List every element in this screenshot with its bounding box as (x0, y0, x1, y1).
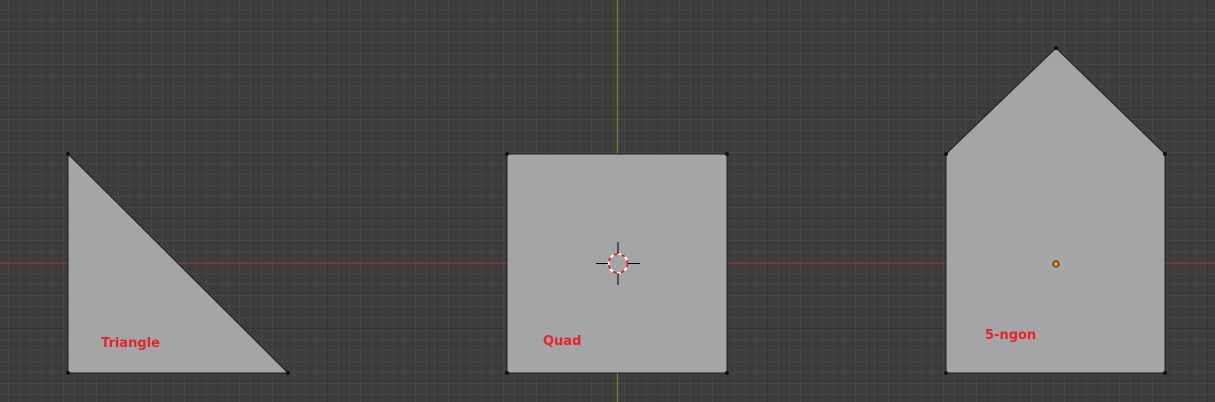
object-origin-icon[interactable] (1052, 260, 1060, 268)
3d-cursor-icon[interactable] (596, 242, 640, 285)
vertex[interactable] (725, 371, 729, 375)
vertex[interactable] (505, 152, 509, 156)
triangle-face[interactable] (67, 152, 290, 374)
vertex[interactable] (1163, 371, 1167, 375)
vertex[interactable] (1163, 152, 1167, 156)
ngon-face[interactable] (945, 47, 1166, 374)
quad-label: Quad (543, 334, 582, 349)
ngon-label: 5-ngon (985, 328, 1037, 343)
vertex[interactable] (944, 371, 948, 375)
triangle-label: Triangle (101, 336, 160, 351)
vertex[interactable] (286, 371, 290, 375)
quad-face[interactable] (506, 153, 728, 374)
vertex[interactable] (725, 152, 729, 156)
ngon-mesh[interactable] (944, 46, 1167, 375)
vertex[interactable] (66, 371, 70, 375)
vertex[interactable] (944, 152, 948, 156)
vertex[interactable] (66, 152, 70, 156)
vertex[interactable] (505, 371, 509, 375)
triangle-mesh[interactable] (66, 152, 290, 375)
vertex[interactable] (1054, 46, 1058, 50)
quad-mesh[interactable] (505, 152, 729, 375)
